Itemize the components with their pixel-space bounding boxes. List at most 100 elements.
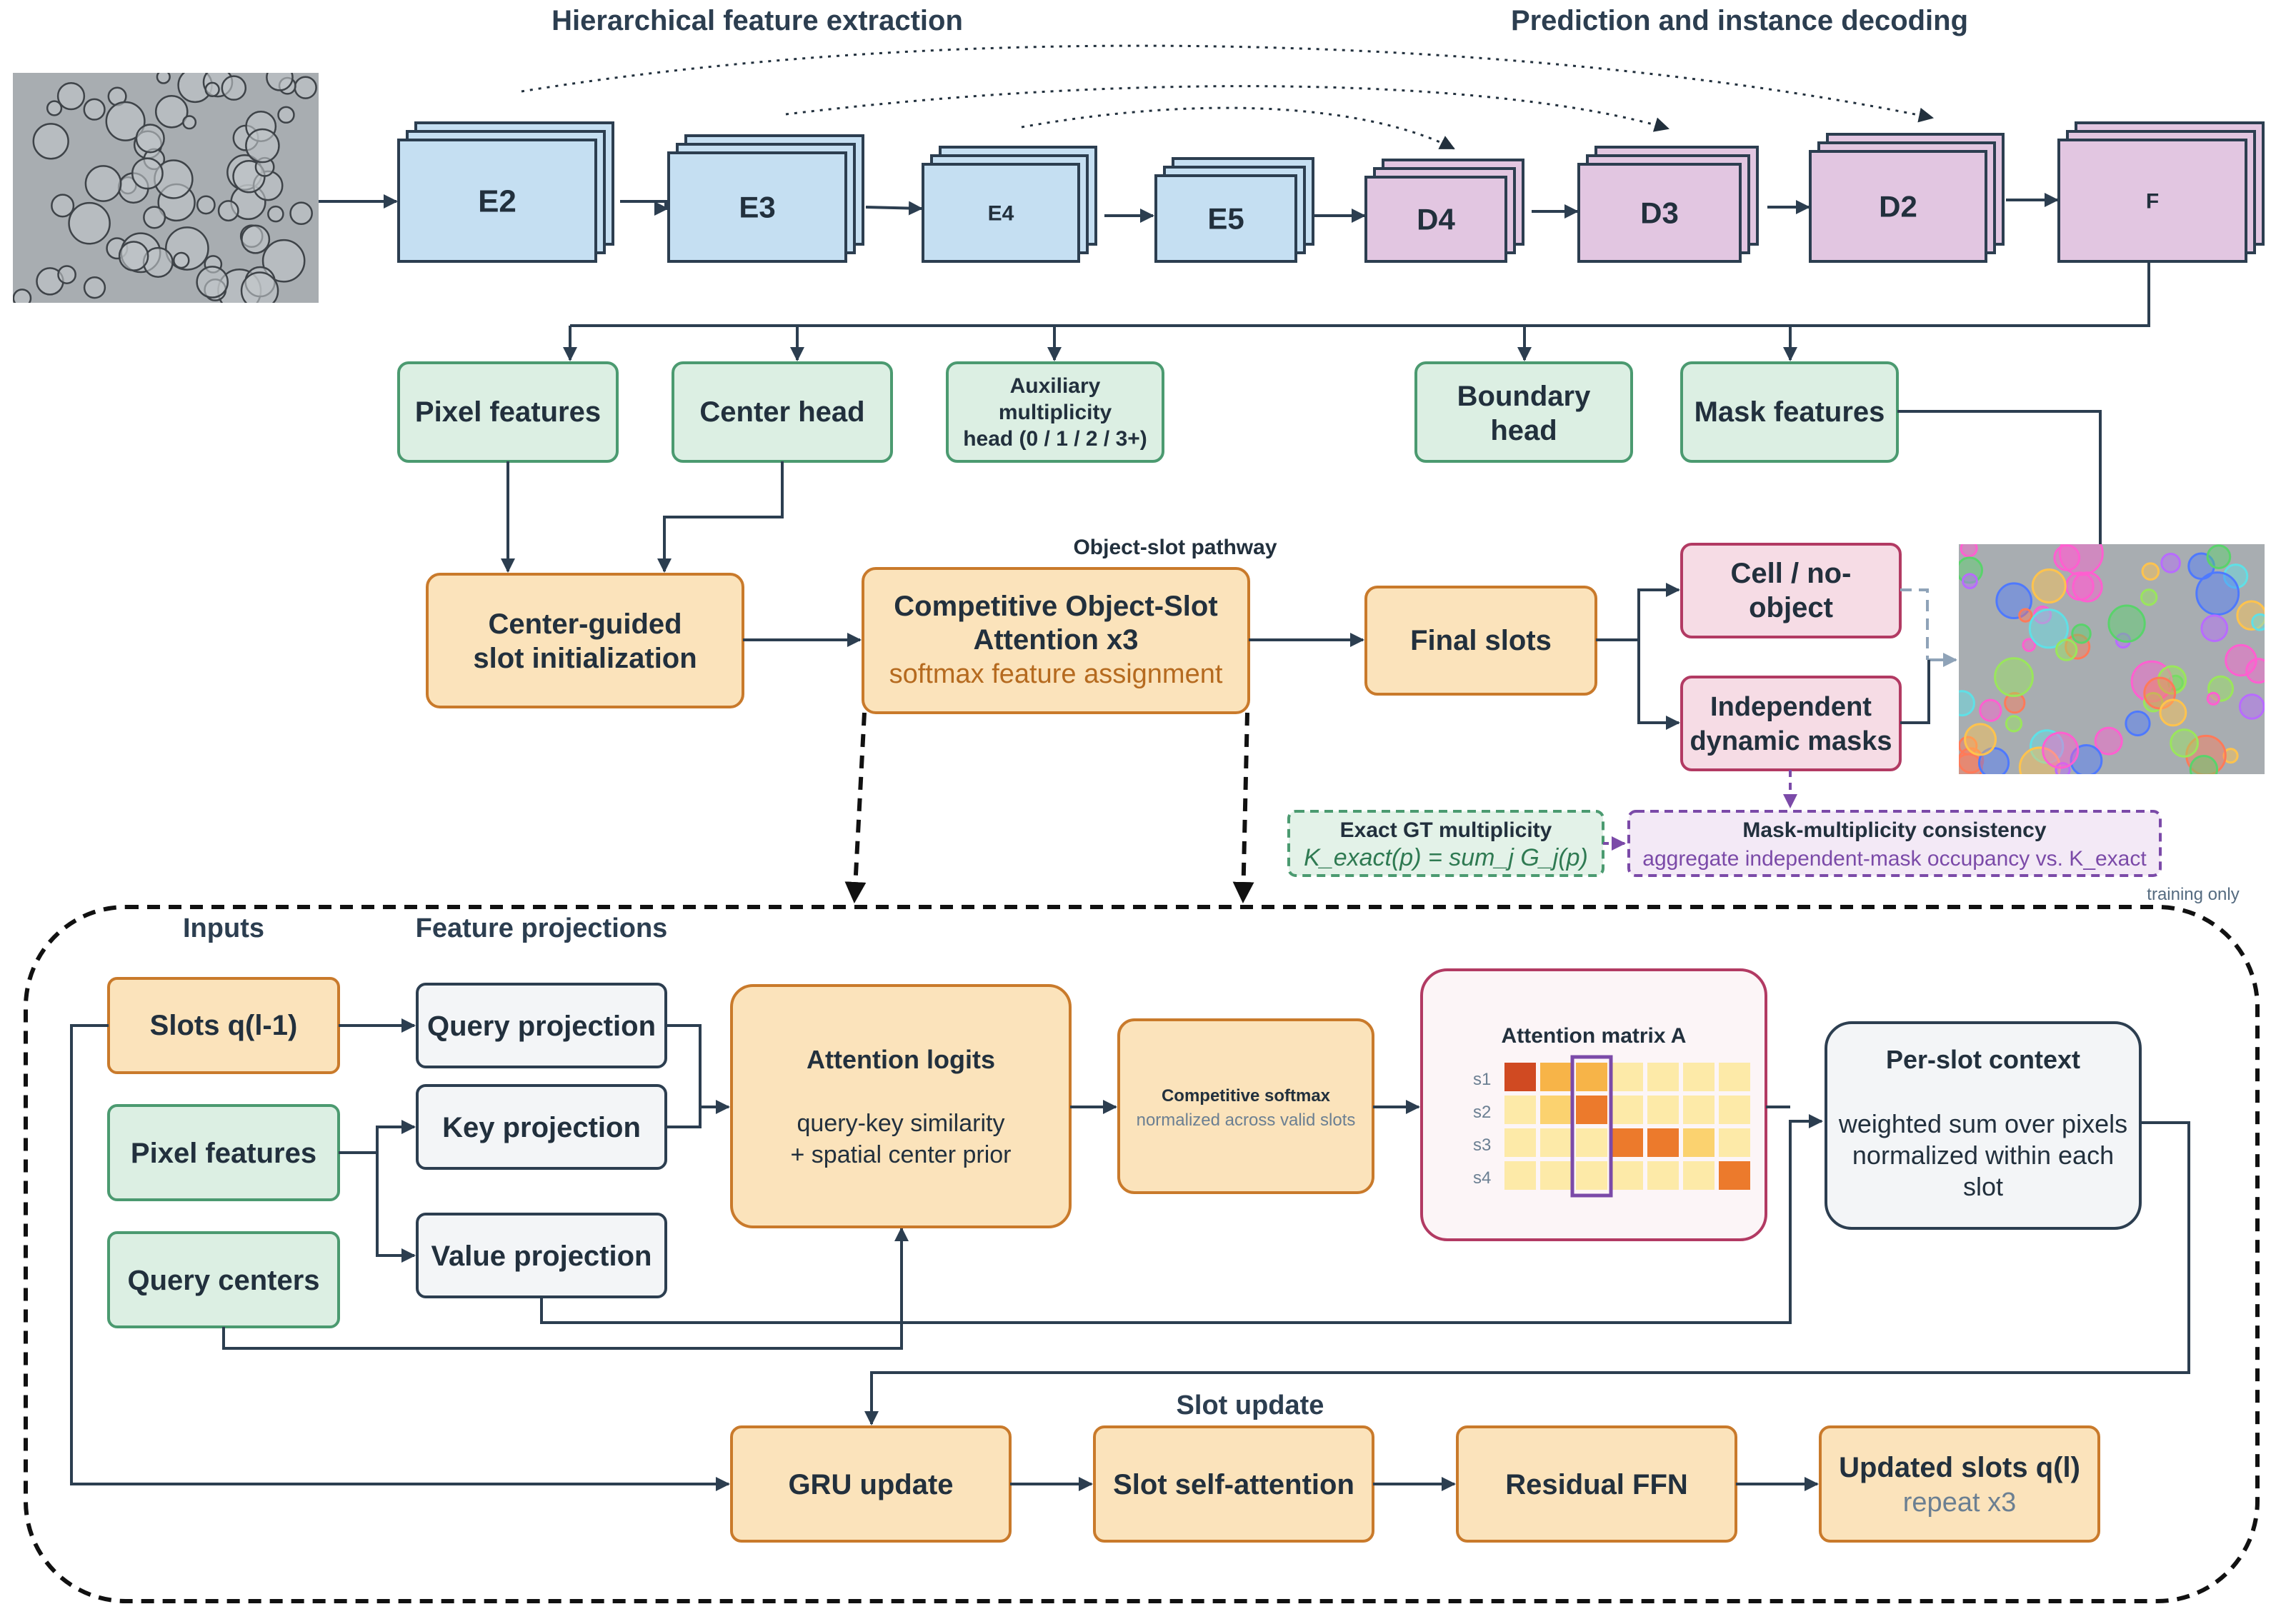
pixel-features-input: Pixel features (107, 1104, 340, 1201)
gt-multiplicity-formula: K_exact(p) = sum_j G_j(p) (1304, 844, 1588, 871)
svg-text:repeat x3: repeat x3 (1903, 1488, 2016, 1518)
competitive-object-slot-attention: Competitive Object-Slot Attention x3 sof… (862, 567, 1250, 714)
stack-label: E2 (478, 184, 516, 219)
matrix-cell (1683, 1063, 1715, 1091)
stack-e3: E3 (667, 134, 864, 263)
svg-text:Exact GT multiplicity: Exact GT multiplicity (1340, 818, 1552, 842)
svg-text:Updated slots q(l): Updated slots q(l) (1839, 1452, 2080, 1483)
svg-text:Residual FFN: Residual FFN (1505, 1469, 1688, 1500)
slot-attention-detail-panel (24, 905, 2260, 1603)
svg-text:Slots q(l-1): Slots q(l-1) (150, 1010, 298, 1041)
outputs-to-image-wires (1900, 588, 1957, 724)
query-projection: Query projection (416, 983, 667, 1068)
svg-text:head (0 / 1 / 2 / 3+): head (0 / 1 / 2 / 3+) (963, 427, 1147, 451)
inputs-label: Inputs (183, 913, 264, 943)
svg-text:Attention matrix A: Attention matrix A (1502, 1024, 1687, 1048)
microscopy-cell-image-icon (13, 73, 319, 303)
cell-no-object-classifier: Cell / no- object (1680, 543, 1902, 638)
matrix-cell (1647, 1096, 1679, 1124)
stack-d4: D4 (1364, 159, 1524, 263)
final-slots: Final slots (1364, 586, 1597, 696)
svg-text:+ spatial center prior: + spatial center prior (791, 1141, 1012, 1168)
stack-label: E3 (739, 191, 775, 224)
auxiliary-multiplicity-head: Auxiliary multiplicity head (0 / 1 / 2 /… (946, 361, 1164, 463)
svg-text:normalized across valid slots: normalized across valid slots (1137, 1111, 1356, 1130)
matrix-cell (1504, 1096, 1536, 1124)
svg-text:Attention logits: Attention logits (807, 1045, 995, 1074)
svg-text:Key projection: Key projection (442, 1112, 641, 1143)
training-only-note: training only (2147, 885, 2239, 904)
stack-d3: D3 (1577, 146, 1759, 263)
matrix-cell (1576, 1161, 1607, 1190)
stack-label: E4 (988, 202, 1014, 226)
svg-text:dynamic masks: dynamic masks (1689, 726, 1892, 756)
svg-text:Query projection: Query projection (427, 1011, 656, 1042)
svg-text:Slot self-attention: Slot self-attention (1113, 1469, 1354, 1500)
svg-text:Competitive Object-Slot: Competitive Object-Slot (894, 591, 1217, 622)
svg-text:head: head (1490, 415, 1557, 446)
zoom-connectors (844, 712, 1254, 903)
attention-logits: Attention logits query-key similarity + … (730, 984, 1072, 1228)
query-centers-input: Query centers (107, 1231, 340, 1328)
svg-text:Value projection: Value projection (431, 1240, 652, 1272)
matrix-cell (1647, 1063, 1679, 1091)
mask-multiplicity-consistency-box: Mask-multiplicity consistency aggregate … (1627, 810, 2162, 877)
svg-text:Attention x3: Attention x3 (973, 624, 1138, 656)
value-projection: Value projection (416, 1213, 667, 1298)
stack-e4: E4 (922, 146, 1097, 263)
matrix-cell (1504, 1161, 1536, 1190)
slot-update-label: Slot update (1177, 1390, 1324, 1420)
independent-dynamic-masks: Independent dynamic masks (1680, 676, 1902, 771)
slots-prev-input: Slots q(l-1) (107, 977, 340, 1074)
feature-projections-label: Feature projections (416, 913, 668, 943)
svg-text:Boundary: Boundary (1457, 381, 1591, 412)
svg-text:Mask-multiplicity consistency: Mask-multiplicity consistency (1742, 818, 2046, 842)
svg-text:multiplicity: multiplicity (999, 401, 1112, 424)
updated-slots: Updated slots q(l) repeat x3 (1819, 1425, 2100, 1543)
svg-text:GRU update: GRU update (788, 1469, 953, 1500)
matrix-cell (1540, 1128, 1572, 1157)
per-slot-context: Per-slot context weighted sum over pixel… (1825, 1021, 2142, 1230)
matrix-cell (1576, 1096, 1607, 1124)
matrix-cell (1612, 1161, 1643, 1190)
svg-text:slot initialization: slot initialization (473, 643, 697, 674)
svg-text:Center-guided: Center-guided (488, 608, 682, 640)
stack-label: D4 (1417, 203, 1455, 236)
mask-features-head: Mask features (1680, 361, 1899, 463)
stack-d2: D2 (1809, 133, 2005, 263)
boundary-head: Boundary head (1414, 361, 1633, 463)
matrix-cell (1647, 1161, 1679, 1190)
backbone-connectors (319, 193, 2059, 223)
svg-text:Pixel features: Pixel features (131, 1138, 316, 1169)
matrix-cell (1612, 1096, 1643, 1124)
input-wires (70, 1018, 1823, 1491)
matrix-cell (1719, 1161, 1750, 1190)
stack-label: D2 (1879, 190, 1917, 224)
matrix-row-label: s4 (1473, 1168, 1491, 1188)
svg-text:softmax feature assignment: softmax feature assignment (889, 659, 1223, 689)
mask-features-to-output-wire (1897, 410, 2102, 544)
matrix-row-label: s2 (1473, 1103, 1491, 1122)
head-to-init-wires (501, 461, 784, 573)
stack-label: D3 (1640, 196, 1679, 230)
stack-label: E5 (1207, 202, 1244, 236)
matrix-cell (1719, 1096, 1750, 1124)
svg-text:slot: slot (1963, 1172, 2003, 1201)
svg-text:Pixel features: Pixel features (415, 396, 601, 428)
matrix-cell (1719, 1128, 1750, 1157)
context-to-gru-wire (864, 1121, 2190, 1425)
svg-text:object: object (1749, 592, 1833, 623)
exact-gt-multiplicity-box: Exact GT multiplicity K_exact(p) = sum_j… (1287, 810, 1604, 877)
stack-label: F (2146, 190, 2159, 214)
residual-ffn: Residual FFN (1456, 1425, 1737, 1543)
svg-text:Cell / no-: Cell / no- (1731, 558, 1852, 589)
svg-text:Competitive softmax: Competitive softmax (1162, 1086, 1331, 1106)
matrix-cell (1683, 1096, 1715, 1124)
gru-update: GRU update (730, 1425, 1012, 1543)
matrix-cell (1647, 1128, 1679, 1157)
stack-e2: E2 (397, 121, 614, 263)
matrix-cell (1612, 1063, 1643, 1091)
svg-text:Auxiliary: Auxiliary (1010, 374, 1101, 398)
pixel-features-head: Pixel features (397, 361, 619, 463)
instance-segmentation-overlay-icon (1959, 544, 2265, 774)
